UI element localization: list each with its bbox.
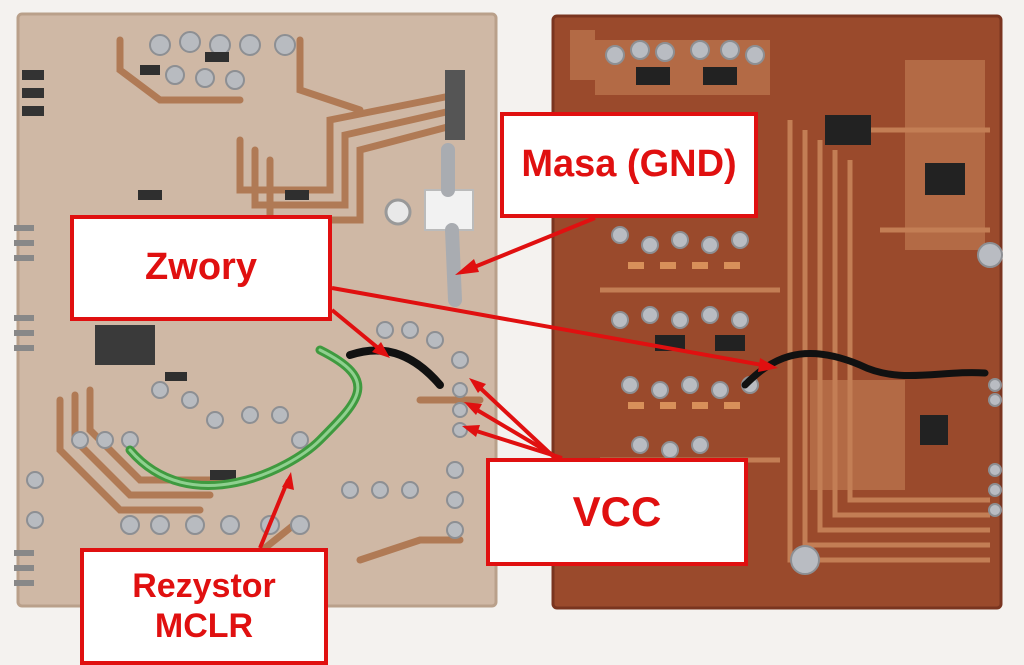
- label-vcc: VCC: [486, 458, 748, 566]
- microcontroller-chip: [95, 325, 155, 365]
- jumper-wire-black: [346, 346, 444, 389]
- label-rezystor-mclr: Rezystor MCLR: [80, 548, 328, 665]
- label-zwory: Zwory: [70, 215, 332, 321]
- label-rezystor-line1: Rezystor: [132, 567, 276, 606]
- label-masa-gnd: Masa (GND): [500, 112, 758, 218]
- arrow-heads: [282, 259, 778, 490]
- label-rezystor-line2: MCLR: [154, 606, 254, 645]
- ic-chip: [825, 115, 871, 145]
- annotation-arrows: [258, 216, 769, 549]
